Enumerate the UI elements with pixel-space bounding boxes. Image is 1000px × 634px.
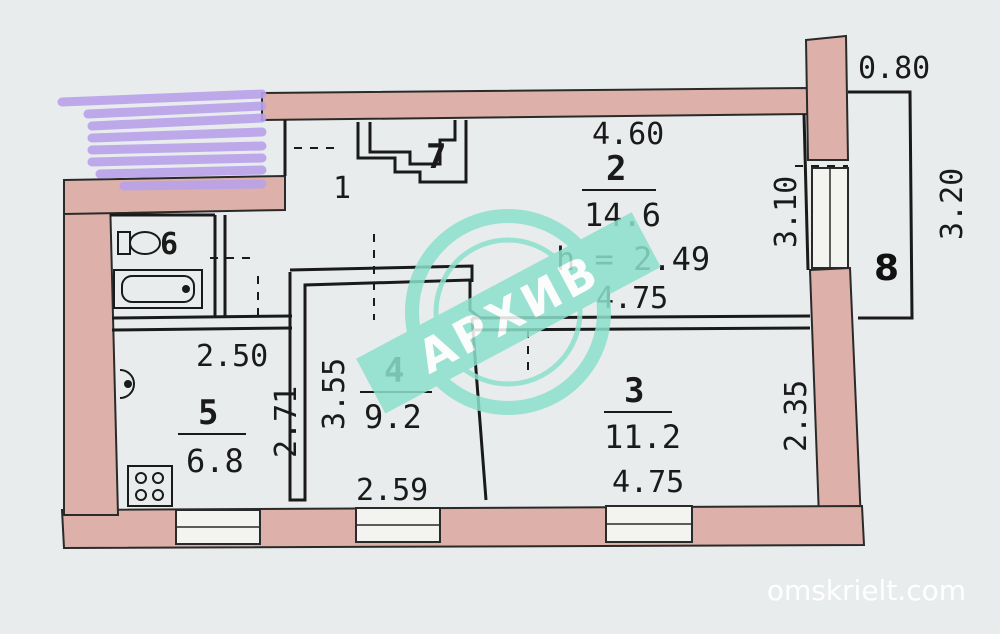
- redaction-scribble: [57, 89, 267, 191]
- stove-icon: [127, 465, 173, 507]
- dim-room4-side: 3.55: [317, 358, 352, 430]
- door-marks: [210, 147, 848, 372]
- room-5-area: 6.8: [186, 442, 244, 480]
- room-6-number: 6: [160, 227, 178, 262]
- dim-room5-top: 2.50: [196, 339, 268, 374]
- site-watermark: omskrielt.com: [767, 574, 966, 607]
- dim-room2-top: 4.60: [592, 117, 664, 152]
- room-8-number: 8: [874, 248, 899, 289]
- dim-room3-bottom: 4.75: [612, 465, 684, 500]
- room-7-number: 7: [426, 137, 446, 177]
- room-3-area: 11.2: [604, 418, 681, 456]
- toilet-icon: [117, 231, 161, 255]
- dim-room2-side: 3.10: [769, 176, 804, 248]
- room-5-number: 5: [198, 393, 218, 433]
- sink-icon: [119, 369, 135, 399]
- room-2-number: 2: [606, 149, 626, 189]
- left-wall: [63, 196, 120, 516]
- dim-room4-bottom: 2.59: [356, 473, 428, 508]
- dim-room5-side: 2.71: [269, 386, 304, 458]
- room-3-number: 3: [624, 371, 644, 411]
- dim-room3-side: 2.35: [779, 380, 814, 452]
- stamp-band: [356, 212, 661, 414]
- right-upper-wall: [804, 34, 850, 161]
- top-wall: [261, 86, 809, 122]
- window-lines: [176, 168, 831, 528]
- bathtub-icon: [113, 269, 203, 309]
- dim-balcony-width: 0.80: [858, 51, 930, 86]
- room-1-number: 1: [333, 171, 351, 206]
- dim-balcony-length: 3.20: [935, 168, 970, 240]
